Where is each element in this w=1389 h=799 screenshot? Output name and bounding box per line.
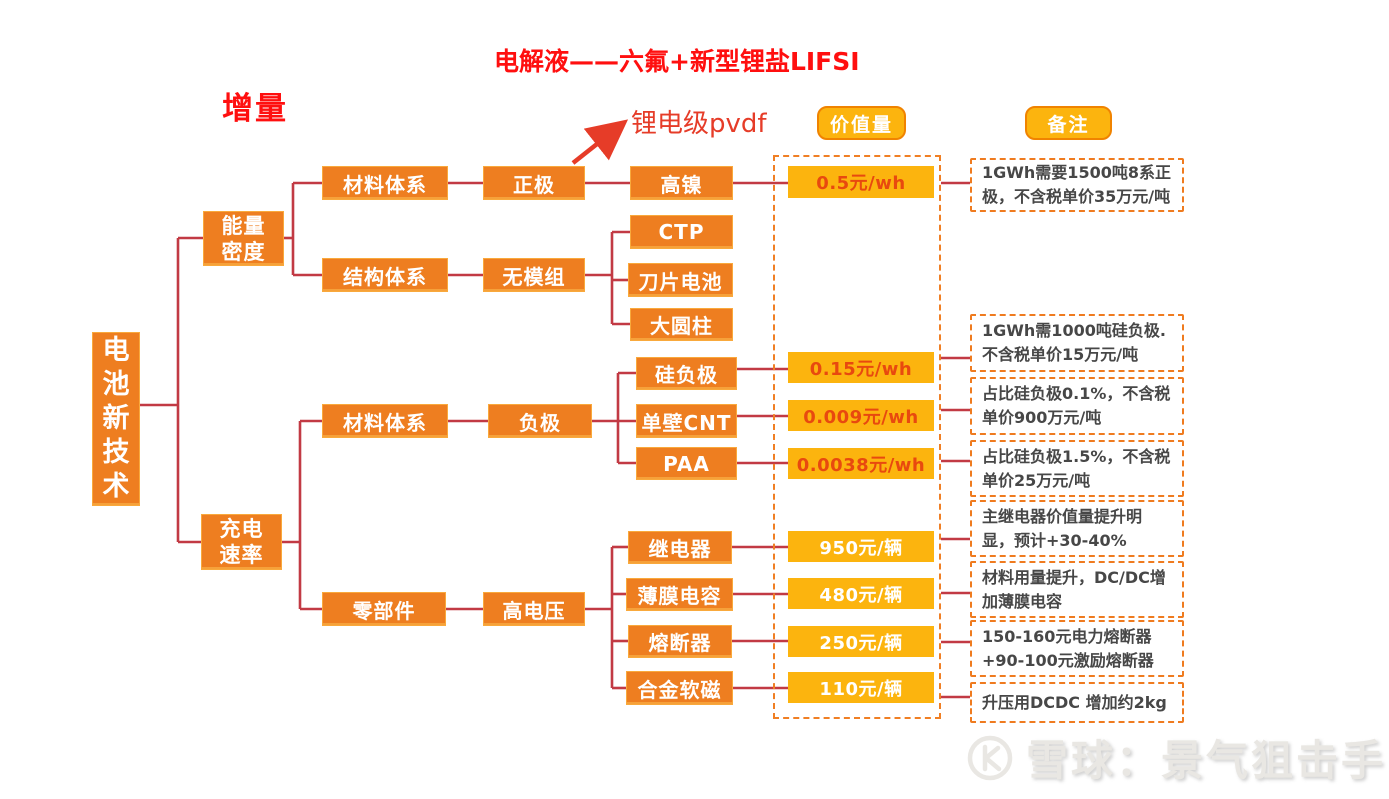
annotation-pvdf: 锂电级pvdf bbox=[631, 109, 767, 139]
note-relay: 主继电器价值量提升明显，预计+30-40% bbox=[970, 500, 1184, 557]
header-value-column: 价值量 bbox=[817, 106, 906, 140]
node-paa: PAA bbox=[636, 447, 737, 480]
header-note-column: 备注 bbox=[1025, 106, 1112, 140]
value-box-alloy-soft-magnet: 110元/辆 bbox=[788, 672, 934, 703]
value-box-single-wall-cnt: 0.009元/wh bbox=[788, 400, 934, 431]
annotation-electrolyte: 电解液——六氟+新型锂盐LIFSI bbox=[494, 47, 860, 76]
note-fuse: 150-160元电力熔断器+90-100元激励熔断器 bbox=[970, 620, 1184, 677]
node-material-system-1: 材料体系 bbox=[322, 166, 448, 200]
value-column-frame bbox=[773, 155, 941, 719]
note-alloy-soft-magnet: 升压用DCDC 增加约2kg bbox=[970, 682, 1184, 723]
node-cathode: 正极 bbox=[483, 166, 585, 200]
node-relay: 继电器 bbox=[628, 531, 732, 564]
node-energy-density: 能量密度 bbox=[203, 211, 284, 266]
node-root-battery-new-tech: 电池新技术 bbox=[92, 332, 140, 506]
value-box-silicon-anode: 0.15元/wh bbox=[788, 352, 934, 383]
note-paa: 占比硅负极1.5%，不含税单价25万元/吨 bbox=[970, 440, 1184, 497]
note-silicon-anode: 1GWh需1000吨硅负极. 不含税单价15万元/吨 bbox=[970, 314, 1184, 372]
node-charging-rate: 充电速率 bbox=[201, 514, 282, 570]
node-film-capacitor: 薄膜电容 bbox=[626, 578, 733, 611]
watermark-text: 雪球：景气狙击手 bbox=[1026, 736, 1387, 785]
node-no-module: 无模组 bbox=[483, 258, 585, 292]
xueqiu-logo-icon bbox=[967, 735, 1013, 780]
value-box-relay: 950元/辆 bbox=[788, 531, 934, 562]
note-high-nickel: 1GWh需要1500吨8系正极，不含税单价35万元/吨 bbox=[970, 158, 1184, 212]
value-box-paa: 0.0038元/wh bbox=[788, 448, 934, 479]
node-ctp: CTP bbox=[630, 215, 733, 249]
node-large-cylinder: 大圆柱 bbox=[630, 308, 733, 341]
value-box-high-nickel: 0.5元/wh bbox=[788, 166, 934, 198]
node-blade-battery: 刀片电池 bbox=[628, 263, 733, 297]
node-structure-system: 结构体系 bbox=[322, 258, 448, 292]
node-single-wall-cnt: 单壁CNT bbox=[636, 404, 737, 438]
node-parts: 零部件 bbox=[322, 592, 446, 626]
node-high-voltage: 高电压 bbox=[483, 592, 585, 626]
node-fuse: 熔断器 bbox=[628, 625, 732, 658]
value-box-film-capacitor: 480元/辆 bbox=[788, 578, 934, 609]
red-arrow-icon bbox=[571, 119, 629, 165]
node-anode: 负极 bbox=[488, 404, 592, 438]
value-box-fuse: 250元/辆 bbox=[788, 626, 934, 657]
annotation-increment: 增量 bbox=[222, 91, 288, 127]
note-single-wall-cnt: 占比硅负极0.1%，不含税单价900万元/吨 bbox=[970, 377, 1184, 435]
node-material-system-2: 材料体系 bbox=[322, 404, 448, 438]
watermark: 雪球：景气狙击手 bbox=[966, 727, 1386, 788]
node-high-nickel: 高镍 bbox=[630, 166, 733, 200]
node-alloy-soft-magnet: 合金软磁 bbox=[626, 671, 733, 705]
node-silicon-anode: 硅负极 bbox=[636, 357, 737, 390]
note-film-capacitor: 材料用量提升，DC/DC增加薄膜电容 bbox=[970, 561, 1184, 618]
